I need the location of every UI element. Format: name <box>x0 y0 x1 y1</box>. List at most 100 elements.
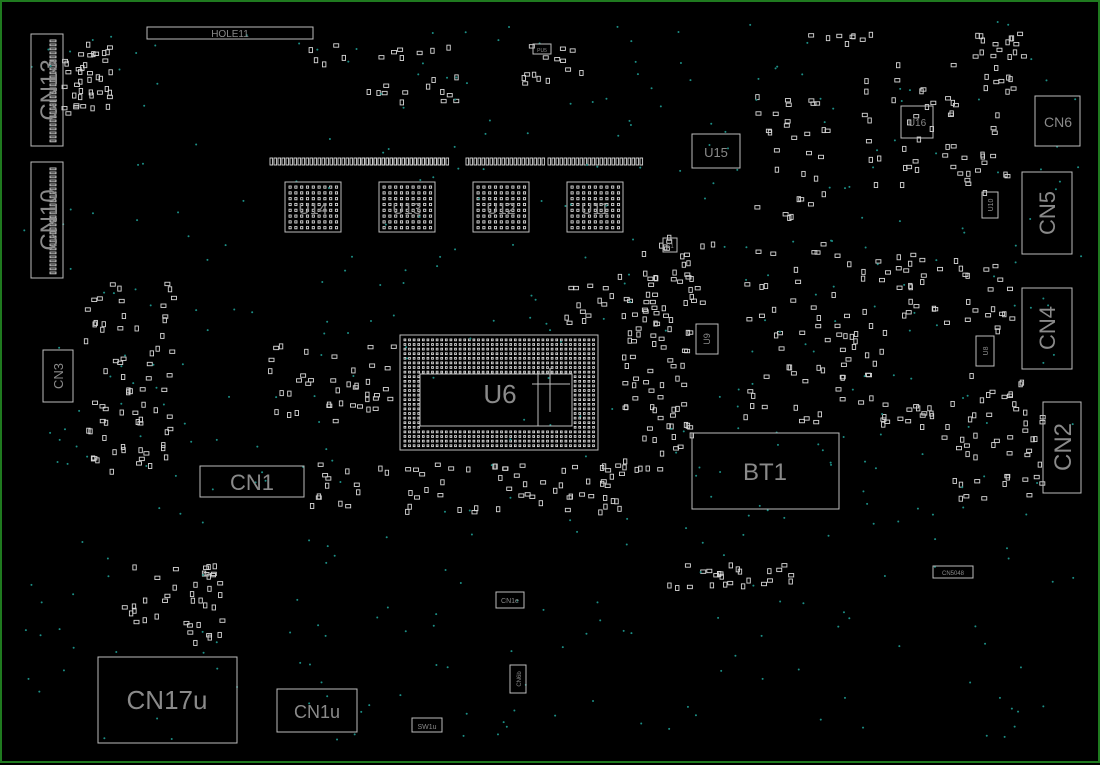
u9-label: U9 <box>702 333 712 345</box>
cpu-ball <box>573 389 577 392</box>
cpu-ball <box>431 435 434 438</box>
cpu-ball <box>509 347 513 351</box>
chip-u10[interactable]: U10 <box>981 191 999 219</box>
ball-pad <box>570 208 574 212</box>
cpu-ball <box>500 361 503 365</box>
connector-cn6b[interactable]: CN6b <box>509 664 527 694</box>
via <box>353 733 356 736</box>
via <box>470 533 473 536</box>
via <box>112 292 115 295</box>
cpu-ball <box>486 370 490 374</box>
cpu-ball <box>417 370 421 374</box>
via <box>679 169 682 172</box>
chip-u11[interactable]: U11 <box>566 181 624 233</box>
passive-part <box>614 498 619 505</box>
via <box>446 76 449 79</box>
passive-part <box>865 139 872 144</box>
connector-pin <box>49 119 57 123</box>
cpu-ball <box>481 356 485 360</box>
passive-part <box>413 467 419 472</box>
via <box>934 538 937 541</box>
passive-part <box>513 473 520 478</box>
passive-part <box>622 354 627 361</box>
via <box>962 506 965 509</box>
chip-u15[interactable]: U15 <box>691 133 741 169</box>
pin-pad <box>521 157 526 166</box>
via <box>774 67 777 70</box>
cpu-ball <box>509 343 513 346</box>
passive-part <box>894 78 901 83</box>
cpu-ball <box>578 439 582 443</box>
passive-part <box>985 313 992 318</box>
passive-part <box>652 437 657 444</box>
ball-pad <box>616 197 621 201</box>
passive-part <box>981 496 988 501</box>
passive-part <box>601 302 608 307</box>
cpu-ball <box>550 352 554 356</box>
connector-cn13[interactable]: CN13 <box>30 33 64 147</box>
connector-hole11[interactable]: HOLE11 <box>146 26 314 40</box>
passive-part <box>198 597 203 604</box>
passive-part <box>931 305 937 312</box>
via <box>313 395 316 398</box>
chip-u12[interactable]: U12 <box>472 181 530 233</box>
passive-part <box>667 326 672 333</box>
chip-u14[interactable]: U14 <box>284 181 342 233</box>
connector-cn5048[interactable]: CN5048 <box>932 565 974 579</box>
via <box>162 403 165 406</box>
cpu-ball <box>527 430 531 434</box>
passive-part <box>813 175 819 182</box>
passive-part <box>950 99 955 106</box>
cpu-ball <box>426 439 430 443</box>
part-pu5[interactable]: PU5 <box>532 43 552 55</box>
via <box>1014 261 1017 264</box>
chip-u9[interactable]: U9 <box>695 323 719 355</box>
chip-u13[interactable]: U13 <box>378 181 436 233</box>
connector-cn2[interactable]: CN2 <box>1042 401 1082 494</box>
part-s1[interactable]: S1 <box>662 237 678 253</box>
cn17u-label: CN17u <box>127 685 208 715</box>
via <box>876 263 879 266</box>
passive-part <box>853 338 858 345</box>
cpu-ball <box>587 393 591 397</box>
passive-part <box>408 490 413 496</box>
passive-part <box>118 298 125 304</box>
chip-u8[interactable]: U8 <box>975 335 995 367</box>
chip-u6[interactable]: U6 <box>399 334 599 451</box>
via <box>38 690 41 693</box>
passive-part <box>471 510 478 515</box>
cpu-ball <box>569 430 572 434</box>
connector-cn5[interactable]: CN5 <box>1021 171 1073 255</box>
via <box>181 363 184 366</box>
passive-part <box>993 79 1000 85</box>
cpu-ball <box>500 435 503 438</box>
chip-u16[interactable]: U16 <box>900 105 934 139</box>
passive-part <box>793 266 799 273</box>
cpu-ball <box>412 439 416 443</box>
passive-part <box>1003 171 1008 178</box>
passive-part <box>869 395 874 402</box>
battery-bt1[interactable]: BT1 <box>691 432 840 510</box>
switch-sw1u[interactable]: SW1u <box>411 717 443 733</box>
passive-part <box>149 350 154 357</box>
passive-part <box>405 467 412 472</box>
passive-part <box>1006 451 1013 456</box>
passive-part <box>772 111 779 117</box>
connector-cn17u[interactable]: CN17u <box>97 656 238 744</box>
connector-cn6[interactable]: CN6 <box>1034 95 1081 147</box>
ball-pad <box>593 220 597 224</box>
passive-part <box>861 268 866 275</box>
via <box>206 258 209 261</box>
connector-cn1[interactable]: CN1 <box>199 465 305 498</box>
connector-cn1e[interactable]: CN1e <box>495 591 525 609</box>
connector-cn4[interactable]: CN4 <box>1021 287 1073 370</box>
passive-part <box>493 463 498 470</box>
passive-part <box>597 297 602 304</box>
via <box>832 107 835 110</box>
cpu-ball <box>490 343 494 346</box>
cpu-ball <box>592 366 595 369</box>
connector-cn1u[interactable]: CN1u <box>276 688 358 733</box>
cpu-ball <box>504 435 508 438</box>
connector-cn10[interactable]: CN10 <box>30 161 64 279</box>
connector-cn3[interactable]: CN3 <box>42 349 74 403</box>
